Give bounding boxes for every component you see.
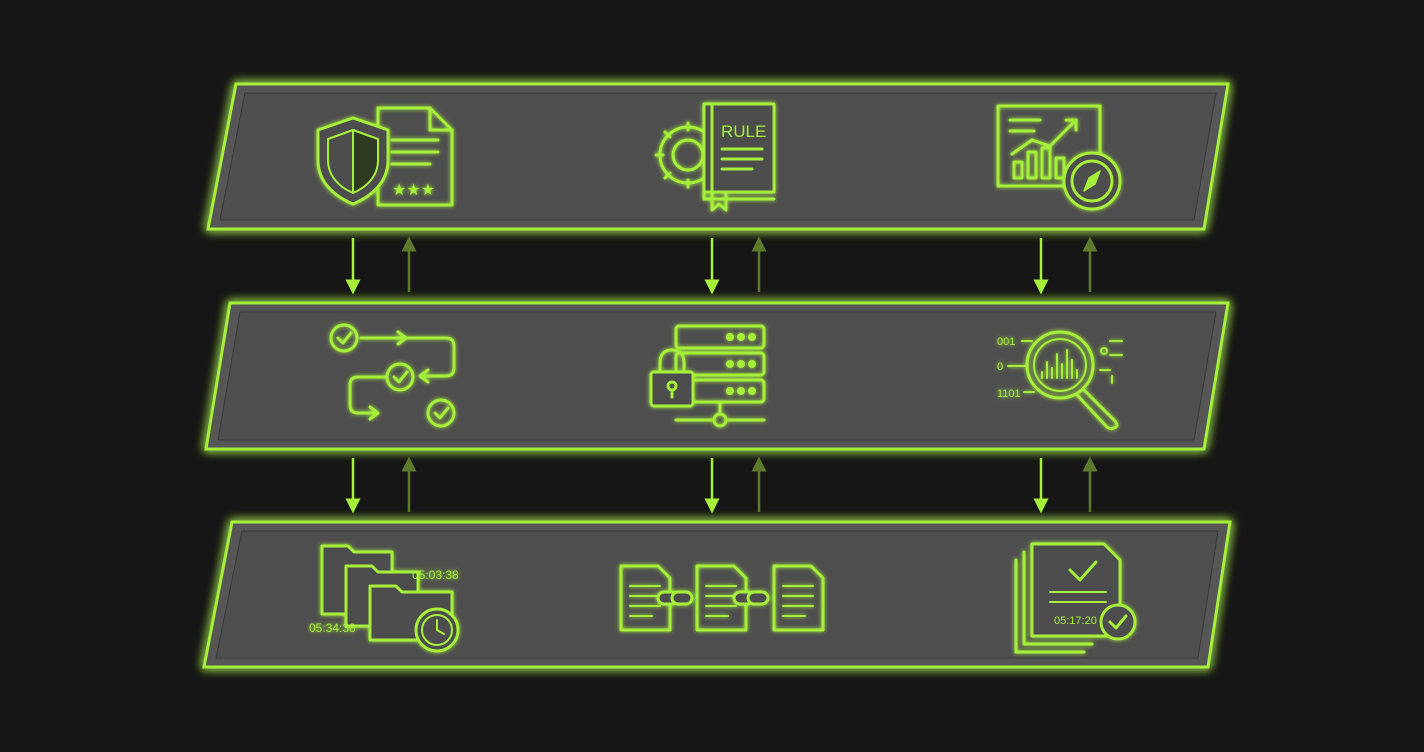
binary-data-search-icon: 001 0 1101 <box>997 330 1123 431</box>
timestamp-top: 05:03:38 <box>412 568 459 582</box>
connectors-top-middle <box>345 236 1098 295</box>
svg-text:★★★: ★★★ <box>392 182 435 199</box>
timestamped-folders-icon: 05:03:38 05:34:38 <box>309 544 460 653</box>
checkpoint-workflow-icon <box>329 323 456 428</box>
binary-label-001: 001 <box>997 336 1015 348</box>
rule-label: RULE <box>721 122 766 141</box>
connectors-middle-bottom <box>345 456 1098 514</box>
verified-document-stack-icon: 05:17:20 <box>1014 542 1137 654</box>
locked-server-icon <box>649 324 766 428</box>
binary-label-0: 0 <box>997 361 1003 373</box>
timestamp-bottom: 05:34:38 <box>309 621 356 635</box>
document-timestamp: 05:17:20 <box>1054 615 1097 627</box>
binary-label-1101: 1101 <box>997 388 1021 400</box>
bottom-layer-panel <box>202 520 1232 669</box>
analytics-compass-report-icon <box>996 104 1122 211</box>
gear-rule-book-icon: RULE <box>654 102 776 212</box>
linked-documents-icon <box>619 564 825 632</box>
shield-rated-document-icon: ★★★ <box>316 106 454 207</box>
